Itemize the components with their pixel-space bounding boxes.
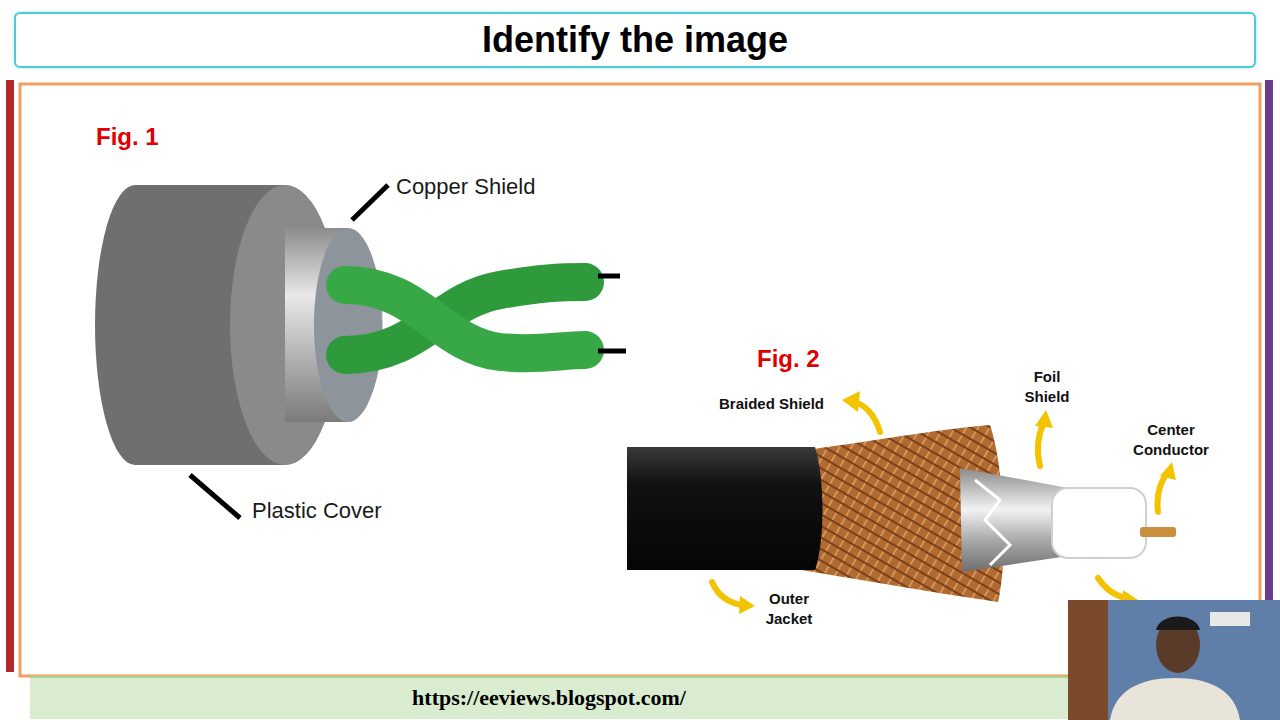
part-label: Outer Jacket bbox=[757, 589, 821, 629]
part-label: Plastic Cover bbox=[252, 496, 452, 525]
part-label: Copper Shield bbox=[396, 172, 596, 201]
figure-label: Fig. 2 bbox=[757, 343, 877, 374]
part-label: Braided Shield bbox=[719, 394, 839, 414]
part-label: Foil Shield bbox=[1018, 367, 1076, 407]
figure-label: Fig. 1 bbox=[96, 121, 216, 152]
title-banner: Identify the image bbox=[14, 12, 1256, 68]
slide-title: Identify the image bbox=[482, 19, 788, 61]
footer-url: https://eeviews.blogspot.com/ bbox=[412, 685, 686, 711]
part-label: Center Conductor bbox=[1121, 420, 1221, 460]
footer-bar: https://eeviews.blogspot.com/ bbox=[30, 678, 1068, 718]
